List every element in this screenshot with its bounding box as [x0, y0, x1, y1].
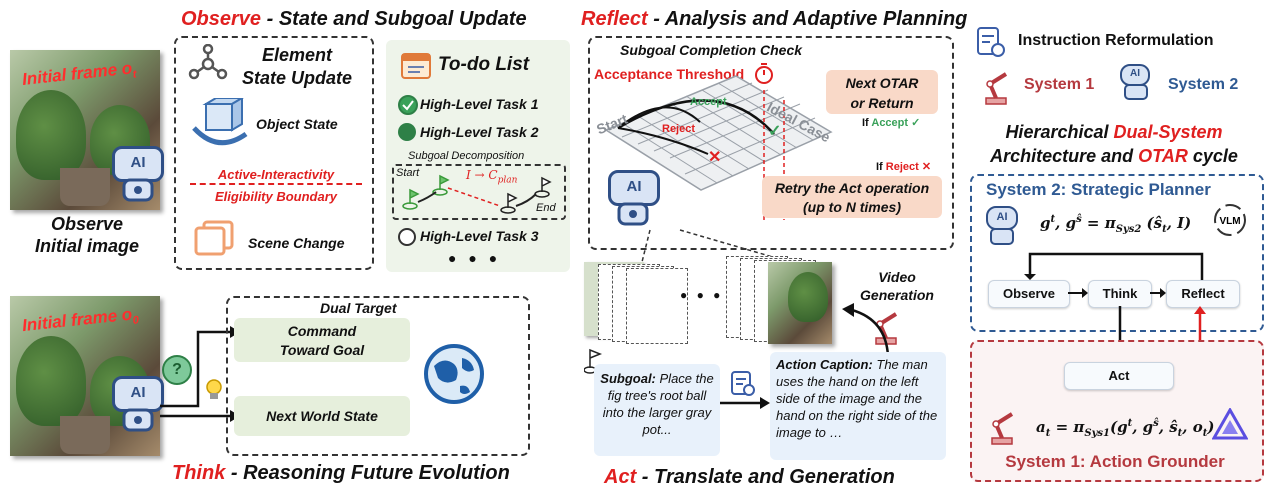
eligibility-boundary-line [190, 183, 362, 185]
initial-frame-image: Initial frame ot [10, 50, 160, 210]
cube-icon [192, 98, 248, 146]
subgoal-to-caption-arrow [720, 397, 770, 409]
act-title: Act - Translate and Generation [604, 466, 895, 488]
question-bubble-icon: ? [162, 355, 192, 385]
if-reject-label: If Reject ✕ [876, 161, 932, 173]
system1-arm-icon [985, 72, 1008, 105]
grounder-model-icon [1212, 408, 1248, 440]
retry-box: Retry the Act operation(up to N times) [762, 176, 942, 218]
todo-task-1: High-Level Task 1 [420, 96, 539, 112]
system1-arm-icon-panel [991, 412, 1014, 445]
svg-text:✓: ✓ [768, 123, 781, 140]
system2-legend-label: System 2 [1168, 76, 1239, 93]
plan-label: I → Cplan [466, 168, 518, 186]
system2-robot-body-icon [990, 228, 1014, 245]
decomp-start-label: Start [396, 167, 420, 179]
system2-formula: gt, gŝ = πSys2 (ŝt, I) [1040, 214, 1192, 235]
decomp-end-label: End [536, 202, 556, 214]
svg-text:VLM: VLM [1219, 216, 1240, 227]
empty-circle-icon [398, 228, 416, 246]
dual-target-panel [226, 296, 530, 456]
completion-check-label: Subgoal Completion Check [620, 42, 803, 58]
todo-task-2: High-Level Task 2 [420, 124, 539, 140]
svg-text:✕: ✕ [708, 149, 721, 166]
subgoal-decomposition-label: Subgoal Decomposition [408, 150, 525, 162]
if-accept-label: If Accept ✓ [862, 117, 921, 129]
acceptance-threshold-label: Acceptance Threshold [594, 66, 745, 82]
reject-label: Reject [662, 123, 696, 135]
think-robot-body-icon [122, 408, 154, 432]
instruction-reformulation-icon [977, 27, 1005, 57]
system2-title: System 2: Strategic Planner [986, 180, 1211, 199]
reflect-panel [588, 36, 954, 250]
think-arrows [160, 326, 240, 422]
network-icon [188, 44, 228, 80]
video-gen-arrow [842, 303, 890, 357]
globe-icon [424, 344, 484, 404]
todo-task-3: High-Level Task 3 [420, 228, 539, 244]
dual-target-label: Dual Target [320, 300, 397, 316]
think-ai-robot-icon: AI [112, 376, 164, 412]
scene-change-icon [194, 220, 234, 256]
check-icon [398, 95, 418, 115]
robot-body-icon [122, 178, 154, 202]
observe-stage: Observe [988, 280, 1070, 308]
todo-title: To-do List [438, 54, 530, 75]
subgoal-flags-path [402, 174, 552, 214]
reflect-stage: Reflect [1166, 280, 1240, 308]
filled-circle-icon [398, 123, 416, 141]
subgoal-box: Subgoal: Place the fig tree's root ball … [594, 364, 720, 456]
element-state-panel [174, 36, 374, 270]
think-title: Think - Reasoning Future Evolution [172, 462, 510, 484]
think-stage: Think [1088, 280, 1152, 308]
todo-more-dots: ● ● ● [448, 250, 502, 266]
subgoal-decomposition-box [392, 164, 566, 220]
frame-stack-right [726, 256, 836, 346]
reflect-dashed-links [641, 229, 791, 263]
calendar-icon [401, 53, 431, 79]
observe-title: Observe - State and Subgoal Update [181, 8, 527, 30]
frame-stack-left [584, 262, 694, 344]
ai-robot-icon: AI [112, 146, 164, 182]
system1-title: System 1: Action Grounder [1005, 452, 1225, 471]
frame-ellipsis: ● ● ● [680, 288, 724, 302]
system2-robot-icon: AI [986, 206, 1018, 230]
object-state-label: Object State [256, 116, 338, 132]
next-world-state-box: Next World State [234, 396, 410, 436]
reflect-ai-robot-icon: AI [608, 170, 660, 206]
system2-panel [970, 174, 1264, 332]
action-caption-box: Action Caption: The man uses the hand on… [770, 352, 946, 460]
system1-legend-label: System 1 [1024, 76, 1095, 93]
lightbulb-icon [206, 379, 222, 399]
act-stage: Act [1064, 362, 1174, 390]
system2-legend-robot-icon: AI [1120, 64, 1150, 86]
reflect-title: Reflect - Analysis and Adaptive Planning [581, 8, 968, 30]
completion-grid: ✕ ✓ [604, 75, 833, 220]
system1-formula: at = πSys1(gt, gŝ, ŝt, ot) [1036, 418, 1215, 439]
think-frame-label: Initial frame o0 [21, 304, 140, 336]
architecture-title: Hierarchical Dual-System Architecture an… [990, 122, 1238, 166]
timer-icon [755, 63, 773, 84]
accept-label: Accept [690, 96, 727, 108]
scene-change-label: Scene Change [248, 235, 345, 251]
vlm-icon: VLM [1214, 204, 1246, 236]
reformulation-icon [731, 371, 755, 396]
initial-frame-label: Initial frame ot [21, 58, 138, 89]
system2-legend-body-icon [1124, 84, 1148, 100]
reflect-robot-body-icon [617, 202, 649, 226]
instruction-reformulation-label: Instruction Reformulation [1018, 32, 1214, 49]
